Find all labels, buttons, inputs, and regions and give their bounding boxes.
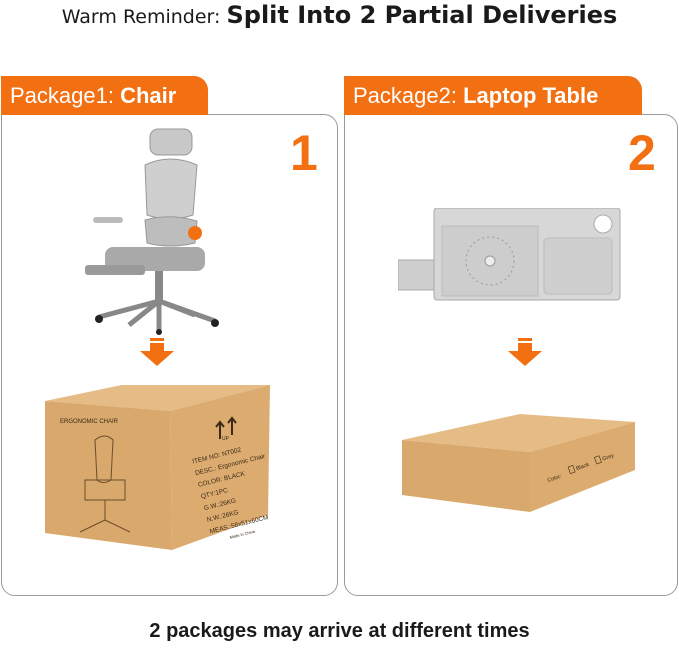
package2-number: 2 xyxy=(628,125,656,181)
color-option-black: Black xyxy=(575,462,590,472)
up-label: UP xyxy=(222,436,230,442)
package1-name: Chair xyxy=(120,83,177,108)
title-main: Split Into 2 Partial Deliveries xyxy=(226,1,618,29)
chair-box-image: ERGONOMIC CHAIR UP ITEM NO: NT002 DESC.:… xyxy=(45,385,270,550)
color-option-grey: Grey xyxy=(602,453,615,463)
chair-image xyxy=(85,128,219,335)
color-label: Color: xyxy=(547,474,563,484)
chair-box-side-label: ERGONOMIC CHAIR xyxy=(60,419,119,425)
package1-number: 1 xyxy=(290,125,318,181)
footer-note: 2 packages may arrive at different times xyxy=(149,620,530,642)
table-box-image: Color: Black Grey xyxy=(402,414,635,512)
package2-tab: Package2: Laptop Table xyxy=(344,76,642,115)
box-line: Made in China xyxy=(229,529,256,540)
arrow-down-icon xyxy=(140,338,174,366)
title-lead: Warm Reminder: xyxy=(61,6,227,28)
package1-prefix: Package1: xyxy=(10,83,121,108)
arrow-down-icon xyxy=(508,338,542,366)
package1-tab: Package1: Chair xyxy=(1,76,208,115)
laptop-table-image xyxy=(398,208,621,301)
page-title: Warm Reminder: Split Into 2 Partial Deli… xyxy=(0,0,679,33)
package2-prefix: Package2: xyxy=(353,83,464,108)
package2-name: Laptop Table xyxy=(463,83,599,108)
